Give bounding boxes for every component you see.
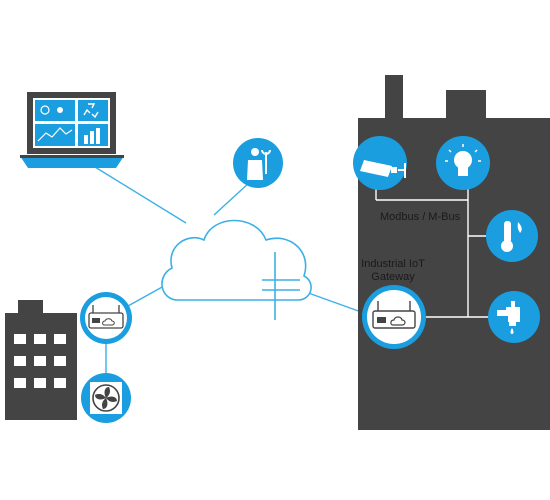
office-building-icon <box>5 300 77 420</box>
link-cloud-smallgateway <box>127 285 165 307</box>
link-cloud-factorygateway <box>299 289 365 314</box>
protocol-label: Modbus / M-Bus <box>380 211 461 223</box>
light-bulb-icon <box>436 136 490 190</box>
industrial-gateway-icon <box>362 285 426 349</box>
laptop-dashboard-icon <box>20 92 124 168</box>
fan-icon <box>81 373 131 423</box>
water-tap-icon <box>488 291 540 343</box>
gateway-device-icon <box>80 292 132 344</box>
gateway-label-line1: Industrial IoT <box>361 258 425 270</box>
security-camera-icon <box>353 136 407 190</box>
gateway-label: Industrial IoT Gateway <box>352 258 434 284</box>
cloud-icon <box>161 219 312 301</box>
cloud-connector <box>262 252 300 320</box>
link-technician-cloud <box>213 181 251 216</box>
link-laptop-cloud <box>94 166 187 224</box>
technician-wrench-icon <box>233 138 283 188</box>
thermometer-flame-icon <box>486 210 538 262</box>
gateway-label-line2: Gateway <box>371 271 415 283</box>
